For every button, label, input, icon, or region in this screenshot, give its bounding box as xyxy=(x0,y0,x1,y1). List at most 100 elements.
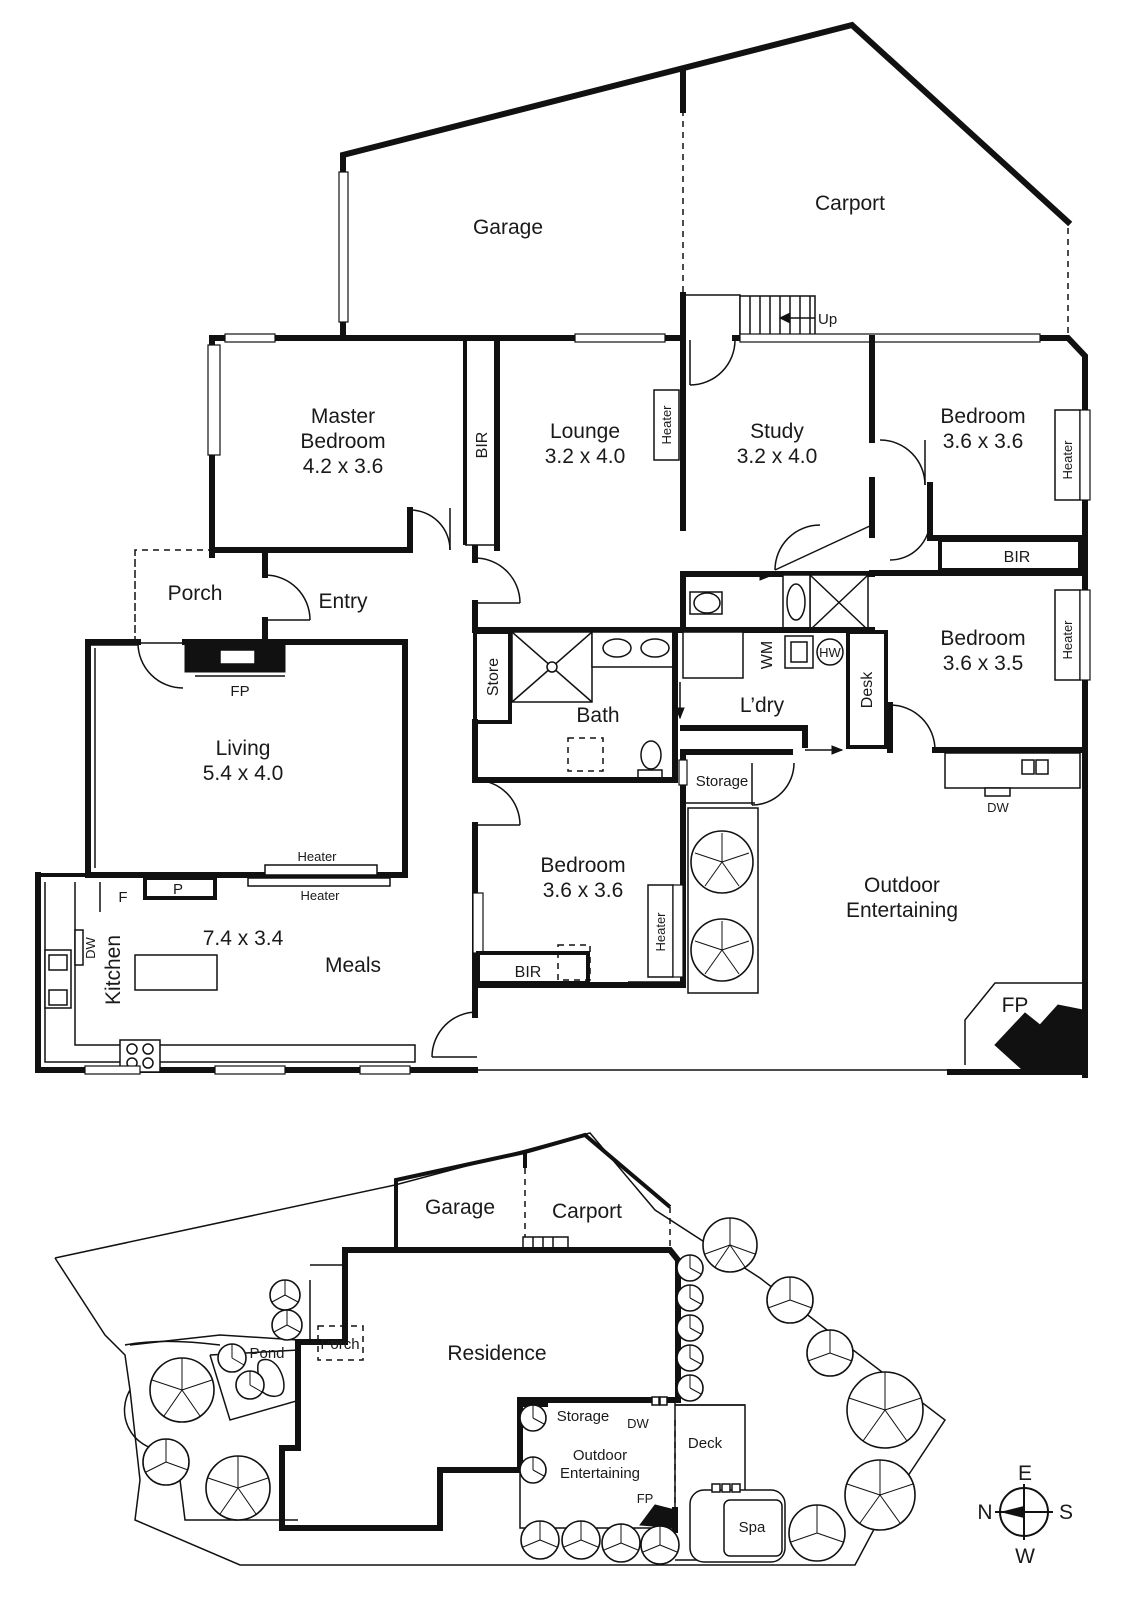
outdoor-entertaining-2: Entertaining xyxy=(846,899,958,922)
storage-label: Storage xyxy=(696,773,749,790)
site-garage-outline xyxy=(394,1132,672,1250)
planter-tree xyxy=(690,918,754,982)
site-tree xyxy=(676,1344,704,1372)
bedroom-s-name: Bedroom xyxy=(540,854,625,877)
site-pond-label: Pond xyxy=(249,1345,284,1362)
garage-carport-outline xyxy=(340,21,1073,341)
bath-dashed-fixture xyxy=(567,737,604,772)
ensuite-door-swing xyxy=(774,524,821,571)
site-tree xyxy=(676,1254,704,1282)
site-tree xyxy=(269,1279,301,1311)
site-outdoor-label-1: Outdoor xyxy=(573,1447,627,1464)
hall-door-swing-1 xyxy=(474,557,521,604)
meals-heater-label: Heater xyxy=(300,888,340,903)
study-window-north xyxy=(739,333,1041,343)
site-storage-label: Storage xyxy=(557,1408,610,1425)
planter-tree xyxy=(690,830,754,894)
compass-n: N xyxy=(977,1501,992,1524)
lounge-window-north xyxy=(574,333,666,343)
site-porch-label: Porch xyxy=(320,1336,359,1353)
lounge-heater-label: Heater xyxy=(659,405,674,445)
bir-east-door xyxy=(889,519,931,561)
bir-south-label: BIR xyxy=(515,964,542,981)
laundry-desk xyxy=(846,630,888,749)
garage-window xyxy=(338,171,349,323)
storage-window xyxy=(678,759,688,786)
site-tree xyxy=(149,1357,215,1423)
site-tree xyxy=(271,1309,303,1341)
site-outdoor-label-2: Entertaining xyxy=(560,1465,640,1482)
pond-area xyxy=(209,1349,301,1421)
master-bedroom-size: 4.2 x 3.6 xyxy=(303,455,384,478)
master-bedroom-window-west xyxy=(207,344,221,456)
site-tree xyxy=(676,1314,704,1342)
lounge-name: Lounge xyxy=(550,420,620,443)
bed-ne-window xyxy=(1079,409,1091,501)
study-door-swing xyxy=(689,339,736,386)
compass-e: E xyxy=(1018,1462,1032,1485)
meals-heater xyxy=(247,877,391,887)
site-boundary xyxy=(54,1132,947,1566)
site-tree xyxy=(640,1525,680,1565)
outdoor-door-swing xyxy=(431,1011,478,1058)
storage-door-swing xyxy=(751,762,795,806)
outdoor-bench xyxy=(944,752,1081,789)
site-carport-label: Carport xyxy=(552,1200,622,1223)
bed-s-window-west xyxy=(472,892,484,954)
site-tree xyxy=(846,1371,924,1449)
compass-needle xyxy=(1000,1506,1024,1518)
bed-s-window-east xyxy=(672,884,684,978)
lounge-heater xyxy=(653,389,680,461)
site-tree xyxy=(519,1456,547,1484)
desk-label: Desk xyxy=(859,671,876,708)
kitchen-label: Kitchen xyxy=(102,935,125,1005)
kitchen-wall xyxy=(35,872,478,1073)
site-tree xyxy=(788,1504,846,1562)
kitchen-pantry xyxy=(143,876,217,900)
site-tree xyxy=(561,1520,601,1560)
porch-outline xyxy=(134,549,260,640)
compass-w: W xyxy=(1015,1545,1035,1568)
bedroom-ne-size: 3.6 x 3.6 xyxy=(943,430,1024,453)
site-garage-label: Garage xyxy=(425,1196,495,1219)
meals-label: Meals xyxy=(325,954,381,977)
site-plan: Garage Carport Residence Porch Pond Stor… xyxy=(54,1132,947,1566)
bir-east-label: BIR xyxy=(1004,549,1031,566)
spa-inner xyxy=(723,1499,783,1557)
porch-label: Porch xyxy=(168,582,223,605)
site-tree xyxy=(766,1276,814,1324)
store-cupboard xyxy=(473,630,512,724)
hall-door-swing-2 xyxy=(474,779,521,826)
master-bedroom-name-1: Master xyxy=(311,405,375,428)
bed-s-heater xyxy=(647,884,674,978)
living-wall xyxy=(85,639,141,878)
living-size: 5.4 x 4.0 xyxy=(203,762,284,785)
bedroom-ne-name: Bedroom xyxy=(940,405,1025,428)
carport-label: Carport xyxy=(815,192,885,215)
hot-water-unit xyxy=(816,638,844,666)
site-tree xyxy=(520,1520,560,1560)
master-bedroom-wall-south xyxy=(209,507,413,553)
laundry-label: L’dry xyxy=(740,694,785,717)
study-size: 3.2 x 4.0 xyxy=(737,445,818,468)
wm-label: WM xyxy=(759,641,776,669)
bedroom-se-name: Bedroom xyxy=(940,627,1025,650)
site-tree xyxy=(519,1404,547,1432)
bed-ne-door-swing xyxy=(879,439,926,486)
site-porch xyxy=(317,1325,364,1361)
bedroom-s-size: 3.6 x 3.6 xyxy=(543,879,624,902)
master-bedroom-name-2: Bedroom xyxy=(300,430,385,453)
compass: N E S W xyxy=(977,1462,1073,1568)
site-tree xyxy=(601,1523,641,1563)
outdoor-entertaining-1: Outdoor xyxy=(864,874,940,897)
bed-se-window xyxy=(1079,589,1091,681)
entry-label: Entry xyxy=(318,590,368,613)
stairs-up-label: Up xyxy=(818,311,837,328)
lounge-size: 3.2 x 4.0 xyxy=(545,445,626,468)
site-tree xyxy=(806,1329,854,1377)
bed-se-heater xyxy=(1054,589,1081,681)
site-dw-label: DW xyxy=(627,1416,649,1431)
living-heater-label: Heater xyxy=(297,849,337,864)
site-tree xyxy=(702,1217,758,1273)
site-residence-label: Residence xyxy=(447,1342,546,1365)
